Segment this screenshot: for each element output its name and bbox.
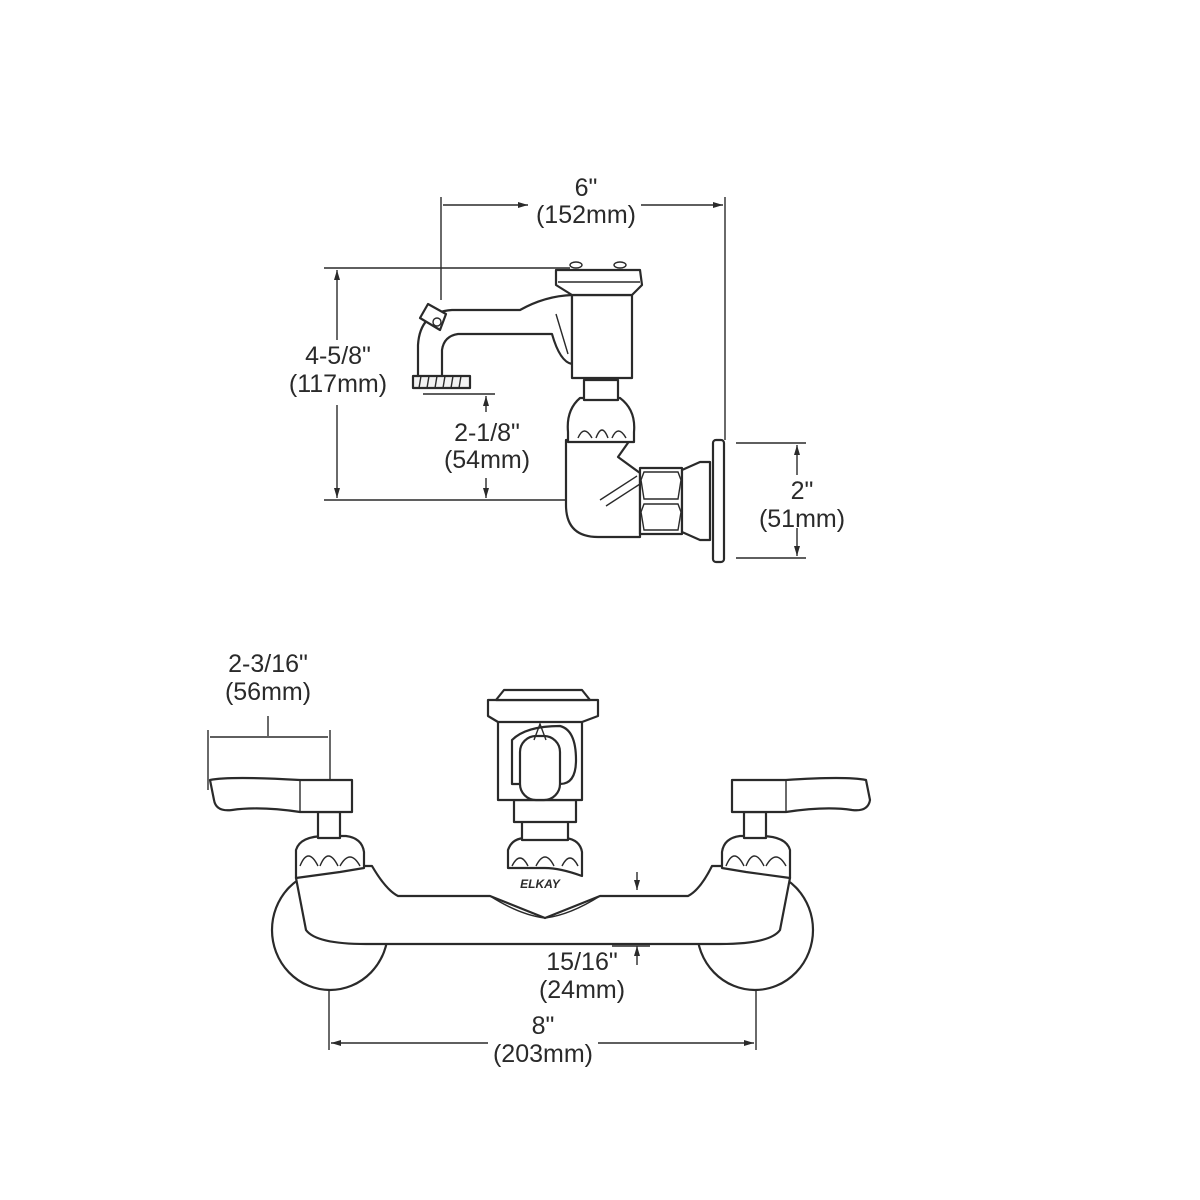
centers-metric-label: (203mm) — [493, 1040, 593, 1068]
spout-metric-label: (54mm) — [444, 446, 530, 474]
union-fitting — [680, 460, 712, 542]
body-thickness-dimension: 15/16" (24mm) — [539, 872, 650, 1004]
spout-height-dimension: 2-1/8" (54mm) — [423, 393, 530, 498]
spout-outlet — [518, 734, 562, 802]
elbow-body — [564, 438, 642, 539]
flange-dimension: 2" (51mm) — [736, 442, 845, 559]
spout-imperial-label: 2-1/8" — [454, 419, 520, 447]
width-dimension: 6" (152mm) — [440, 174, 726, 440]
faucet-body — [294, 864, 792, 946]
handle-metric-label: (56mm) — [225, 678, 311, 706]
spout — [416, 293, 574, 380]
centers-dimension: 8" (203mm) — [328, 985, 757, 1068]
handle-imperial-label: 2-3/16" — [228, 650, 308, 678]
right-stem — [742, 810, 768, 840]
flange-metric-label: (51mm) — [759, 505, 845, 533]
hose-hook — [418, 302, 448, 332]
right-lever-handle — [730, 776, 872, 814]
left-lever-handle — [208, 776, 354, 814]
hex-nut — [638, 466, 684, 536]
side-view: 6" (152mm) 4-5/8" (117mm) 2-1/8" (54mm) — [289, 174, 845, 564]
bonnet — [570, 293, 634, 380]
height-dimension: 4-5/8" (117mm) — [289, 267, 600, 501]
body-imperial-label: 15/16" — [546, 948, 617, 976]
wall-flange — [711, 438, 726, 564]
spout-thread — [411, 374, 472, 390]
width-metric-label: (152mm) — [536, 201, 636, 229]
height-imperial-label: 4-5/8" — [305, 342, 371, 370]
height-metric-label: (117mm) — [289, 370, 387, 398]
faucet-front-drawing: ELKAY — [208, 688, 872, 992]
flange-imperial-label: 2" — [791, 477, 814, 505]
handle-width-dimension: 2-3/16" (56mm) — [207, 650, 331, 790]
body-metric-label: (24mm) — [539, 976, 625, 1004]
front-view: 2-3/16" (56mm) 15/16" (24mm) 8" (203mm) — [207, 650, 872, 1068]
center-nut — [512, 798, 578, 824]
left-stem — [316, 810, 342, 840]
brand-logo-text: ELKAY — [520, 877, 561, 891]
valve-stem — [582, 378, 620, 402]
centers-imperial-label: 8" — [532, 1012, 555, 1040]
width-imperial-label: 6" — [575, 174, 598, 202]
center-vandal-cap — [486, 698, 600, 724]
faucet-side-drawing — [411, 261, 726, 564]
